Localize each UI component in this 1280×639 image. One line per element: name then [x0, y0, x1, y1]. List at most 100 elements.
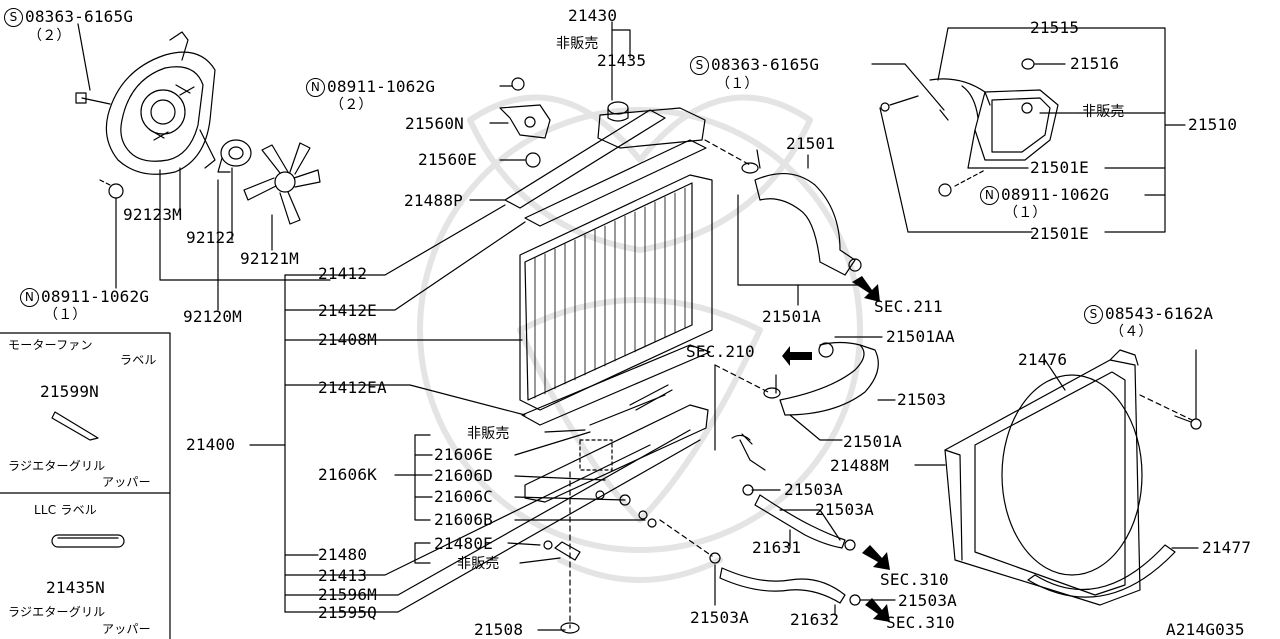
- part-21560E-label: 21560E: [418, 150, 477, 169]
- part-21408M-label: 21408M: [318, 330, 377, 349]
- part-21501AA-label: 21501AA: [886, 327, 955, 346]
- lower-hose: [714, 336, 896, 451]
- part-92123M-label: 92123M: [123, 205, 182, 224]
- radiator-grille-caption: ラジエターグリル: [8, 459, 106, 473]
- part-21480-label: 21480: [318, 545, 368, 564]
- part-21476-label: 21476: [1018, 350, 1068, 369]
- screw-mark-icon: S: [4, 8, 23, 27]
- part-number: 08363-6165G: [25, 7, 134, 26]
- radiator-shroud: [914, 349, 1202, 606]
- nut-mark-icon: N: [980, 186, 999, 205]
- not-sold-label: 非販売: [556, 36, 599, 52]
- part-21606C-label: 21606C: [434, 487, 493, 506]
- part-21488P-label: 21488P: [404, 191, 463, 210]
- side-panel: [0, 332, 171, 639]
- part-21412E-label: 21412E: [318, 301, 377, 320]
- part-21435-label: 21435: [597, 51, 647, 70]
- part-21412-label: 21412: [318, 264, 368, 283]
- llc-label-title: LLC ラベル: [34, 503, 97, 517]
- part-21430-label: 21430: [568, 6, 618, 25]
- part-21477-label: 21477: [1202, 538, 1252, 557]
- part-21501-label: 21501: [786, 134, 836, 153]
- lower-hardware: [543, 394, 666, 634]
- part-21480E-label: 21480E: [434, 534, 493, 553]
- part-21595Q-label: 21595Q: [318, 603, 377, 622]
- part-number: 08911-1062G: [41, 287, 150, 306]
- quantity-label: （１）: [1004, 205, 1047, 221]
- part-21501E-label: 21501E: [1030, 158, 1089, 177]
- part-21510-label: 21510: [1188, 115, 1238, 134]
- part-number: 08911-1062G: [327, 77, 436, 96]
- part-21488M-label: 21488M: [830, 456, 889, 475]
- screw-mark-icon: S: [1084, 305, 1103, 324]
- part-21503A-label: 21503A: [690, 608, 749, 627]
- part-21413-label: 21413: [318, 566, 368, 585]
- diagram-code: A214G035: [1166, 620, 1245, 639]
- nut-mark-icon: N: [20, 288, 39, 307]
- part-21606K-label: 21606K: [318, 465, 377, 484]
- quantity-label: （４）: [1110, 324, 1153, 340]
- section-ref-211[interactable]: SEC.211: [874, 297, 943, 316]
- part-21435N-label: 21435N: [46, 578, 105, 597]
- part-21515-label: 21515: [1030, 18, 1080, 37]
- part-92121M-label: 92121M: [240, 249, 299, 268]
- motor-fan-label-title: モーターファン: [8, 338, 93, 352]
- part-21501E-label: 21501E: [1030, 224, 1089, 243]
- nut-mark-icon: N: [306, 78, 325, 97]
- upper-hose: [704, 139, 862, 306]
- part-21606E-label: 21606E: [434, 445, 493, 464]
- part-92122-label: 92122: [186, 228, 236, 247]
- part-21503A-label: 21503A: [815, 500, 874, 519]
- assembly-leaders: [249, 21, 701, 631]
- part-number: 08543-6162A: [1105, 304, 1214, 323]
- reservoir-tank: [871, 27, 1186, 233]
- part-21599N-label: 21599N: [40, 382, 99, 401]
- part-21503A-label: 21503A: [784, 480, 843, 499]
- part-21631-label: 21631: [752, 538, 802, 557]
- part-21606B-label: 21606B: [434, 510, 493, 529]
- motor-fan-label-subtitle: ラベル: [120, 353, 157, 367]
- radiator-grille-caption-upper: アッパー: [102, 622, 151, 636]
- section-ref-310[interactable]: SEC.310: [880, 570, 949, 589]
- part-21516-label: 21516: [1070, 54, 1120, 73]
- section-ref-210[interactable]: SEC.210: [686, 342, 755, 361]
- section-ref-310[interactable]: SEC.310: [886, 613, 955, 632]
- quantity-label: （２）: [28, 28, 71, 44]
- part-21560N-label: 21560N: [405, 114, 464, 133]
- part-21503A-label: 21503A: [898, 591, 957, 610]
- quantity-label: （１）: [44, 307, 87, 323]
- quantity-label: （２）: [330, 97, 373, 113]
- not-sold-label: 非販売: [1082, 104, 1125, 120]
- part-number: 08911-1062G: [1001, 185, 1110, 204]
- not-sold-label: 非販売: [467, 426, 510, 442]
- not-sold-label: 非販売: [457, 556, 500, 572]
- quantity-label: （１）: [716, 76, 759, 92]
- radiator-grille-caption: ラジエターグリル: [8, 605, 106, 619]
- part-21508-label: 21508: [474, 620, 524, 639]
- part-21501A-label: 21501A: [843, 432, 902, 451]
- radiator-core: [499, 77, 713, 503]
- part-92120M-label: 92120M: [183, 307, 242, 326]
- part-21400-label: 21400: [186, 435, 236, 454]
- watermark-emblem: [417, 94, 863, 583]
- fan-shroud-motor: [75, 31, 321, 225]
- radiator-grille-caption-upper: アッパー: [102, 475, 151, 489]
- atf-hoses: [659, 433, 896, 616]
- part-21632-label: 21632: [790, 610, 840, 629]
- part-21596M-label: 21596M: [318, 585, 377, 604]
- fan-leaders: [77, 23, 331, 311]
- part-number: 08363-6165G: [711, 55, 820, 74]
- part-21412EA-label: 21412EA: [318, 378, 387, 397]
- part-21501A-label: 21501A: [762, 307, 821, 326]
- screw-mark-icon: S: [690, 56, 709, 75]
- flow-arrows: [782, 276, 890, 622]
- part-21503-label: 21503: [897, 390, 947, 409]
